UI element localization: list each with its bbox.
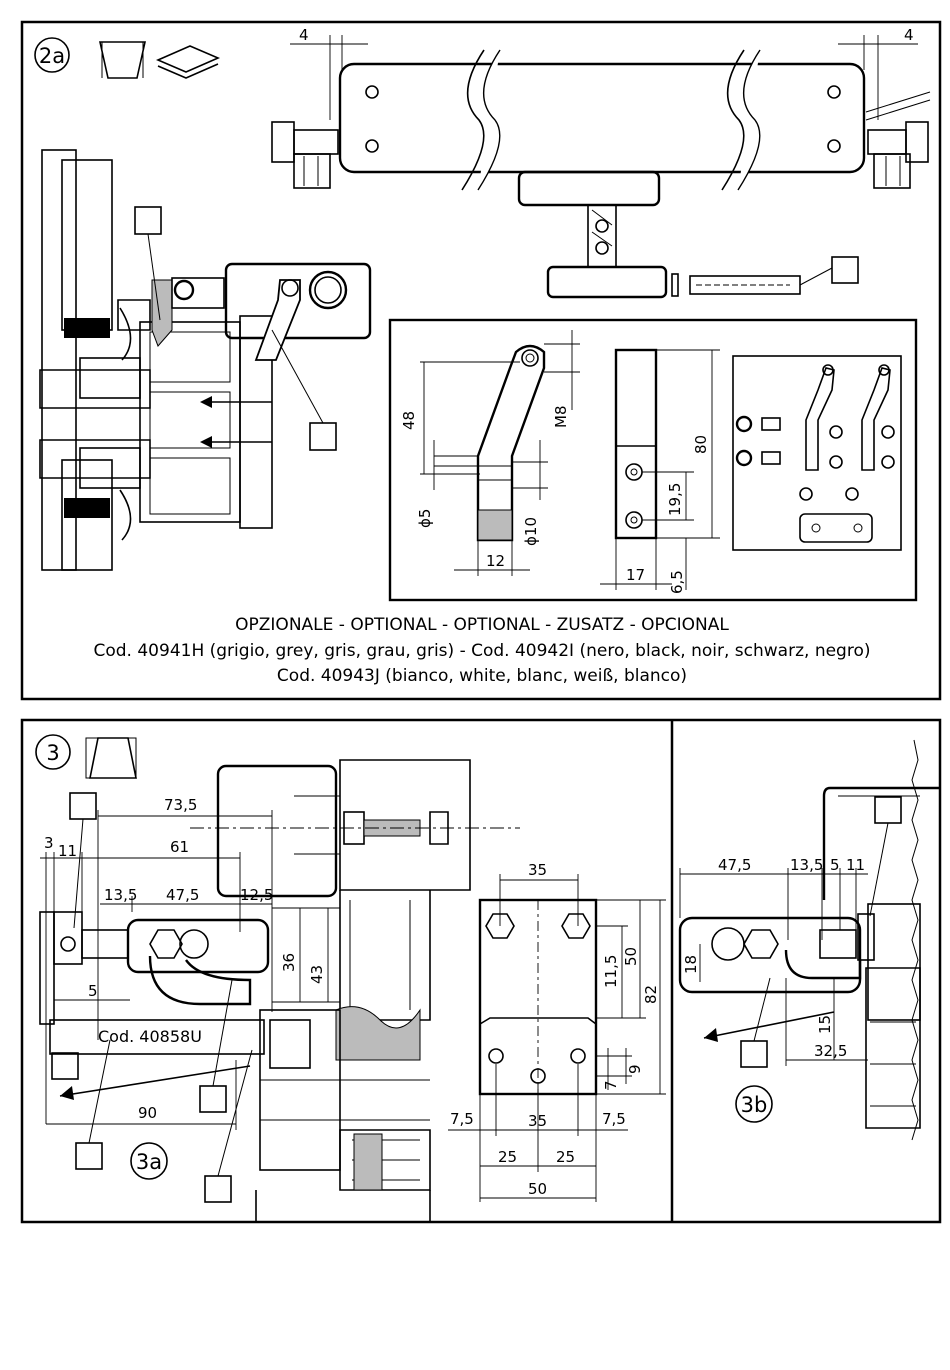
ref-box-3a-4 (199, 1085, 227, 1113)
svg-text:7: 7 (602, 1080, 620, 1090)
ref-box-3a-5 (204, 1175, 232, 1203)
svg-text:11: 11 (846, 856, 865, 874)
svg-text:5: 5 (830, 856, 840, 874)
svg-text:7,5: 7,5 (450, 1110, 474, 1128)
svg-text:ϕ10: ϕ10 (522, 517, 540, 546)
svg-text:15: 15 (816, 1015, 834, 1034)
loose-screw-part (671, 256, 859, 297)
ref-leader-2a-1 (147, 233, 161, 321)
ref-box-3b-1 (874, 796, 902, 824)
svg-text:73,5: 73,5 (164, 796, 197, 814)
svg-text:32,5: 32,5 (814, 1042, 847, 1060)
svg-text:35: 35 (528, 1112, 547, 1130)
sub-label-3a: 3a (130, 1142, 168, 1180)
ref-box-3a-3 (75, 1142, 103, 1170)
ref-box-3a-2 (51, 1052, 79, 1080)
optional-detail-inset (388, 318, 918, 602)
handle-stem (546, 204, 668, 299)
svg-text:3b: 3b (741, 1093, 768, 1117)
dims-3b: 47,5 13,5 5 11 18 15 32,5 (679, 856, 868, 1066)
svg-text:4: 4 (299, 26, 309, 44)
optional-heading: OPZIONALE - OPTIONAL - OPTIONAL - ZUSATZ… (235, 615, 729, 635)
ref-box-2a-2 (309, 422, 337, 451)
panel-2a-frame (20, 20, 942, 701)
profile-box-icon-3 (85, 737, 137, 779)
left-end-screw (271, 121, 339, 189)
svg-text:17: 17 (626, 566, 645, 584)
layered-surface-icon (155, 45, 221, 79)
svg-text:3: 3 (46, 741, 59, 765)
svg-text:80: 80 (692, 435, 710, 454)
panel-2a-label: 2a (34, 37, 70, 73)
svg-text:50: 50 (528, 1180, 547, 1198)
ref-box-3b-2 (740, 1040, 768, 1068)
panel-2a-label-text: 2a (39, 44, 65, 68)
ref-leader-3a-4 (212, 979, 233, 1087)
svg-text:36: 36 (280, 953, 298, 972)
code-line-2: Cod. 40943J (bianco, white, blanc, weiß,… (277, 666, 687, 686)
dims-3a: 73,5 61 3 11 13,5 47,5 12,5 36 43 5 90 (40, 796, 340, 1130)
svg-text:48: 48 (400, 411, 418, 430)
profile-trapezoid-icon (99, 41, 146, 79)
svg-text:47,5: 47,5 (718, 856, 751, 874)
svg-text:47,5: 47,5 (166, 886, 199, 904)
svg-text:25: 25 (498, 1148, 517, 1166)
panel-3-frame (20, 718, 942, 1224)
window-cross-section-2a (39, 149, 273, 571)
arm-detail: 48 M8 ϕ5 ϕ10 12 (400, 330, 580, 576)
svg-text:13,5: 13,5 (104, 886, 137, 904)
svg-text:50: 50 (622, 947, 640, 966)
ref-leader-3a-1 (73, 818, 84, 929)
sub-label-3b: 3b (735, 1085, 773, 1123)
dim-top-right-4: 4 (838, 26, 918, 120)
svg-text:90: 90 (138, 1104, 157, 1122)
svg-text:35: 35 (528, 861, 547, 879)
code-line-1: Cod. 40941H (grigio, grey, gris, grau, g… (94, 641, 871, 661)
profile-section-3a (216, 759, 471, 1222)
code-label-40858U: Cod. 40858U (98, 1027, 202, 1046)
svg-text:M8: M8 (552, 406, 570, 429)
ref-leader-3b-1 (869, 822, 889, 917)
svg-text:12: 12 (486, 552, 505, 570)
svg-text:19,5: 19,5 (666, 483, 684, 516)
ref-box-2a-1 (134, 206, 162, 235)
ref-leader-3a-3 (88, 1039, 111, 1144)
svg-text:9: 9 (626, 1064, 644, 1074)
arm-on-cross-section (224, 262, 372, 361)
limiter-arm-3b (678, 916, 862, 1042)
svg-text:11,5: 11,5 (602, 955, 620, 988)
svg-text:3a: 3a (136, 1150, 162, 1174)
mounting-plate-drawing: 35 11,5 50 82 7 9 7,5 35 7,5 25 25 50 (448, 861, 666, 1202)
svg-text:11: 11 (58, 842, 77, 860)
svg-text:6,5: 6,5 (668, 570, 686, 594)
kit-parts-box (732, 355, 902, 551)
svg-text:3: 3 (44, 834, 54, 852)
svg-text:18: 18 (682, 955, 700, 974)
svg-text:25: 25 (556, 1148, 575, 1166)
svg-text:13,5: 13,5 (790, 856, 823, 874)
limiter-arm-3a (39, 911, 270, 1100)
svg-text:82: 82 (642, 985, 660, 1004)
handle-bar (338, 49, 866, 207)
svg-text:43: 43 (308, 965, 326, 984)
ref-leader-2a-2 (271, 329, 324, 424)
ref-box-3a-1 (69, 792, 97, 820)
profile-trapezoid-icon-3 (89, 737, 137, 779)
svg-text:7,5: 7,5 (602, 1110, 626, 1128)
svg-text:61: 61 (170, 838, 189, 856)
svg-text:ϕ5: ϕ5 (416, 509, 434, 528)
plate-detail: 80 19,5 17 6,5 (600, 348, 720, 594)
profile-trapezoid-sides-icon (101, 42, 144, 78)
panel-3-label: 3 (35, 734, 71, 770)
ref-leader-3b-2 (753, 977, 771, 1042)
svg-text:12,5: 12,5 (240, 886, 273, 904)
svg-text:5: 5 (88, 982, 98, 1000)
svg-text:4: 4 (904, 26, 914, 44)
dim-top-left-4: 4 (290, 26, 368, 120)
ref-leader-3a-5 (217, 1049, 253, 1177)
right-end-screw (865, 91, 931, 189)
profile-section-3b (822, 739, 940, 1141)
